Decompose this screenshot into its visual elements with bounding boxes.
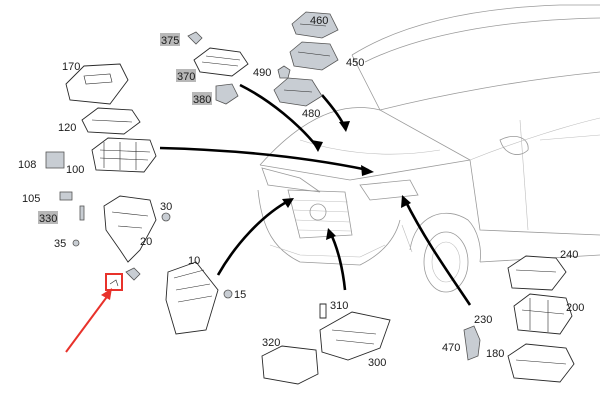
part-375 [187, 31, 203, 45]
label-35: 35 [54, 238, 66, 250]
part-105 [59, 191, 73, 201]
label-450: 450 [346, 57, 364, 69]
part-460 [291, 11, 339, 39]
part-15 [223, 289, 233, 299]
label-320: 320 [262, 337, 280, 349]
part-480 [273, 77, 323, 107]
part-320 [261, 345, 319, 385]
part-connector-small [125, 267, 141, 281]
label-120: 120 [58, 122, 76, 134]
arrow-100-to-car [159, 146, 369, 172]
part-490 [277, 65, 291, 79]
label-10: 10 [188, 255, 200, 267]
part-370 [193, 47, 249, 77]
label-20: 20 [140, 236, 152, 248]
label-380: 380 [193, 94, 211, 106]
arrow-10-to-car [216, 198, 291, 276]
callout-labels: 460 450 490 480 375 370 380 170 120 108 … [18, 15, 584, 369]
label-310: 310 [330, 300, 348, 312]
label-470: 470 [442, 342, 460, 354]
highlight-box-part [109, 279, 119, 287]
part-200 [513, 293, 573, 335]
label-30: 30 [160, 201, 172, 213]
part-170 [65, 63, 129, 105]
part-108 [45, 151, 65, 169]
tag-330 [38, 211, 58, 224]
label-490: 490 [253, 67, 271, 79]
part-240 [507, 255, 567, 291]
vehicle-outline [257, 4, 600, 293]
label-100: 100 [66, 164, 84, 176]
part-470 [463, 325, 481, 361]
grey-tags [38, 33, 212, 224]
label-105: 105 [22, 193, 40, 205]
label-180: 180 [486, 348, 504, 360]
label-108: 108 [18, 159, 36, 171]
tag-375 [160, 33, 180, 46]
label-15: 15 [234, 289, 246, 301]
part-30 [161, 212, 171, 222]
arrow-300-to-car [328, 231, 347, 291]
part-180 [507, 343, 575, 383]
tag-380 [192, 92, 212, 105]
label-480: 480 [302, 108, 320, 120]
part-10 [165, 261, 219, 335]
part-20 [103, 195, 157, 263]
tag-370 [176, 69, 196, 82]
label-170: 170 [62, 61, 80, 73]
highlight-arrow-head [101, 288, 112, 300]
label-330: 330 [39, 213, 57, 225]
highlight-box [105, 273, 123, 291]
label-375: 375 [161, 35, 179, 47]
label-240: 240 [560, 249, 578, 261]
part-330 [79, 205, 85, 221]
arrow-230-to-car [403, 199, 472, 306]
highlight-arrow-shaft [65, 293, 110, 353]
label-200: 200 [566, 302, 584, 314]
part-310 [319, 303, 327, 319]
part-100 [91, 137, 157, 173]
label-230: 230 [474, 314, 492, 326]
label-460: 460 [310, 15, 328, 27]
part-300 [319, 311, 391, 361]
part-120 [81, 107, 141, 135]
part-380 [215, 83, 239, 105]
label-370: 370 [177, 71, 195, 83]
label-300: 300 [368, 357, 386, 369]
highlight-marker [65, 273, 123, 353]
pointer-arrows [159, 83, 472, 306]
part-35 [72, 239, 80, 247]
part-450 [289, 41, 339, 71]
